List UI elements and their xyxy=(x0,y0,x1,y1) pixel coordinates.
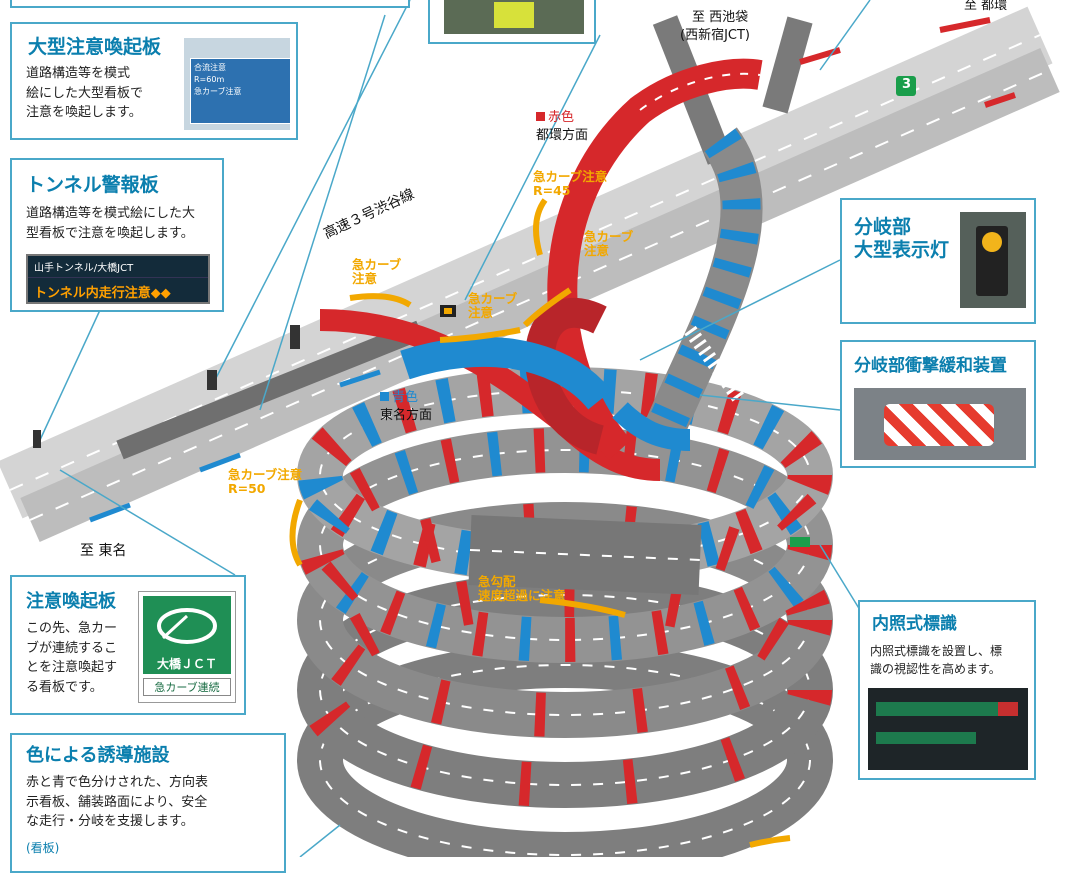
internal-sign-title: 内照式標識 xyxy=(872,614,957,634)
tunnel-board-desc: 道路構造等を模式絵にした大 型看板で注意を喚起します。 xyxy=(26,206,196,241)
curve-label-4: 急カーブ注意 xyxy=(468,291,518,321)
loop-ramps xyxy=(297,367,833,857)
tunnel-board-title: トンネル警報板 xyxy=(26,174,159,196)
callout-branch-light: 分岐部 大型表示灯 xyxy=(840,198,1036,324)
red-legend-dest: 都環方面 xyxy=(536,128,589,143)
curve-warning-arrows xyxy=(289,198,791,848)
jct-warning-card: 大橋ＪＣＴ 急カーブ連続 xyxy=(138,591,236,703)
curve-label-2: 急カーブ注意 xyxy=(584,229,634,259)
warning-board-desc: この先、急カー ブが連続するこ とを注意喚起す る看板です。 xyxy=(26,621,118,695)
blue-legend-dest: 東名方面 xyxy=(380,408,433,423)
dest-tomei: 至 東名 xyxy=(80,543,127,559)
tunnel-board-image: 山手トンネル/大橋JCT トンネル内走行注意◆◆ xyxy=(26,254,210,304)
callout-tunnel-board: トンネル警報板 道路構造等を模式絵にした大 型看板で注意を喚起します。 山手トン… xyxy=(10,158,224,312)
large-sign-desc: 道路構造等を模式 絵にした大型看板で 注意を喚起します。 xyxy=(26,66,144,120)
callout-branch-cushion: 分岐部衝撃緩和装置 xyxy=(840,340,1036,468)
large-sign-photo: 合流注意 R=60m 急カーブ注意 xyxy=(184,38,290,130)
route-3-shield xyxy=(896,76,916,96)
callout-large-sign: 大型注意喚起板 道路構造等を模式 絵にした大型看板で 注意を喚起します。 合流注… xyxy=(10,22,298,140)
callout-internal-sign: 内照式標識 内照式標識を設置し、標 識の視認性を高めます。 xyxy=(858,600,1036,780)
callout-leaders xyxy=(39,0,871,857)
branch-light-title: 分岐部 大型表示灯 xyxy=(854,216,950,261)
color-guidance-title: 色による誘導施設 xyxy=(26,745,170,766)
dest-nishi-shinjuku: (西新宿JCT) xyxy=(680,28,750,43)
dest-nishi-ikebukuro: 至 西池袋 xyxy=(692,10,749,25)
internal-sign-photo xyxy=(868,688,1028,770)
dest-toshin: 至 都環 xyxy=(964,0,1008,13)
curve-label-3: 急カーブ注意 xyxy=(352,257,402,287)
curve-label-grade: 急勾配速度超過に注意 xyxy=(478,574,566,604)
route-3-shield-text: 3 xyxy=(902,77,912,92)
callout-top-image-partial xyxy=(428,0,596,44)
warning-board-title: 注意喚起板 xyxy=(26,591,116,612)
blue-legend: 青色 xyxy=(380,386,418,405)
internal-sign-desc: 内照式標識を設置し、標 識の視認性を高めます。 xyxy=(870,644,1003,676)
red-legend: 赤色 xyxy=(536,106,574,125)
branch-cushion-photo xyxy=(854,388,1026,460)
loop-emblem-icon xyxy=(157,608,217,644)
callout-warning-board: 注意喚起板 この先、急カー ブが連続するこ とを注意喚起す る看板です。 大橋Ｊ… xyxy=(10,575,246,715)
branch-light-photo xyxy=(960,212,1026,308)
large-sign-title: 大型注意喚起板 xyxy=(28,36,162,58)
color-guidance-sub: (看板) xyxy=(26,841,60,855)
branch-cushion-title: 分岐部衝撃緩和装置 xyxy=(854,356,1007,376)
callout-top-partial xyxy=(10,0,410,8)
callout-color-guidance: 色による誘導施設 赤と青で色分けされた、方向表 示看板、舗装路面により、安全 な… xyxy=(10,733,286,873)
color-guidance-desc: 赤と青で色分けされた、方向表 示看板、舗装路面により、安全 な走行・分岐を支援し… xyxy=(26,775,209,829)
blue-ramp xyxy=(89,336,691,523)
